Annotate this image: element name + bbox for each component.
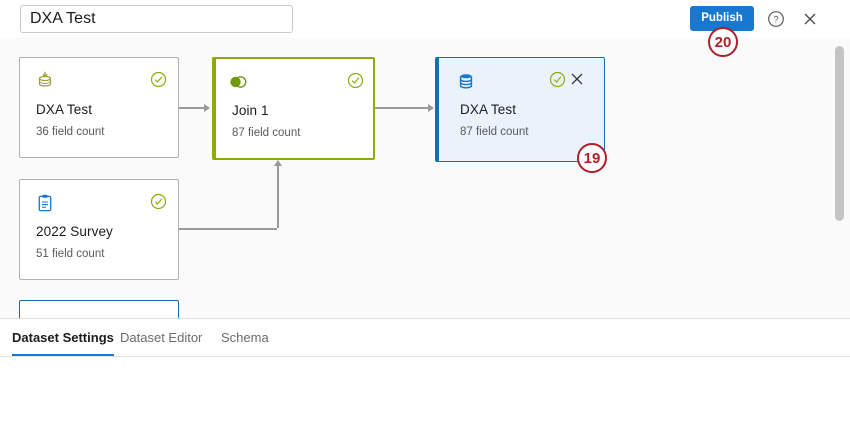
canvas-scrollbar-thumb[interactable] bbox=[835, 46, 844, 221]
node-field-count: 51 field count bbox=[36, 248, 105, 260]
connector-arrow-survey-to-join bbox=[274, 160, 282, 166]
survey-clipboard-icon bbox=[35, 193, 55, 213]
help-icon[interactable]: ? bbox=[765, 8, 787, 30]
node-title: 2022 Survey bbox=[36, 224, 113, 239]
tab-schema[interactable]: Schema bbox=[221, 330, 269, 345]
panel-tabs: Dataset Settings Dataset Editor Schema bbox=[0, 319, 850, 357]
connector-join-to-output bbox=[375, 107, 429, 109]
dataset-import-icon bbox=[35, 71, 55, 91]
status-check-icon bbox=[347, 72, 364, 89]
settings-panel: Dataset Settings Dataset Editor Schema I… bbox=[0, 318, 850, 425]
dataset-title-input[interactable] bbox=[20, 5, 293, 33]
connector-arrow-join-to-output bbox=[428, 103, 434, 112]
node-close-icon[interactable] bbox=[569, 71, 585, 87]
node-card-survey[interactable]: 2022 Survey 51 field count bbox=[19, 179, 179, 280]
status-check-icon bbox=[150, 71, 167, 88]
node-title: DXA Test bbox=[460, 102, 517, 117]
node-card-source[interactable]: DXA Test 36 field count bbox=[19, 57, 179, 158]
node-title: DXA Test bbox=[36, 102, 93, 117]
database-icon bbox=[456, 71, 476, 91]
status-check-icon bbox=[549, 71, 566, 88]
tab-dataset-editor[interactable]: Dataset Editor bbox=[120, 330, 203, 345]
node-card-output[interactable]: DXA Test 87 field count bbox=[435, 57, 605, 162]
connector-survey-to-join-vertical bbox=[277, 166, 279, 228]
tab-dataset-settings[interactable]: Dataset Settings bbox=[12, 319, 114, 356]
join-venn-icon bbox=[228, 72, 248, 92]
node-field-count: 87 field count bbox=[460, 126, 529, 138]
node-field-count: 87 field count bbox=[232, 127, 301, 139]
annotation-badge-20: 20 bbox=[708, 27, 738, 57]
canvas-scrollbar-track[interactable] bbox=[834, 40, 848, 316]
node-field-count: 36 field count bbox=[36, 126, 105, 138]
svg-text:?: ? bbox=[773, 15, 778, 26]
status-check-icon bbox=[150, 193, 167, 210]
window-header: Publish ? bbox=[0, 0, 850, 38]
node-card-partial[interactable] bbox=[19, 300, 179, 318]
publish-button[interactable]: Publish bbox=[690, 6, 754, 31]
connector-source-to-join bbox=[179, 107, 206, 109]
connector-arrow-source-to-join bbox=[204, 103, 210, 112]
node-card-join[interactable]: Join 1 87 field count bbox=[212, 57, 375, 160]
node-title: Join 1 bbox=[232, 103, 269, 118]
close-icon[interactable] bbox=[799, 8, 821, 30]
connector-survey-to-join-horizontal bbox=[179, 228, 277, 230]
pipeline-canvas[interactable]: DXA Test 36 field count Join 1 87 field … bbox=[0, 38, 850, 318]
annotation-badge-19: 19 bbox=[577, 143, 607, 173]
